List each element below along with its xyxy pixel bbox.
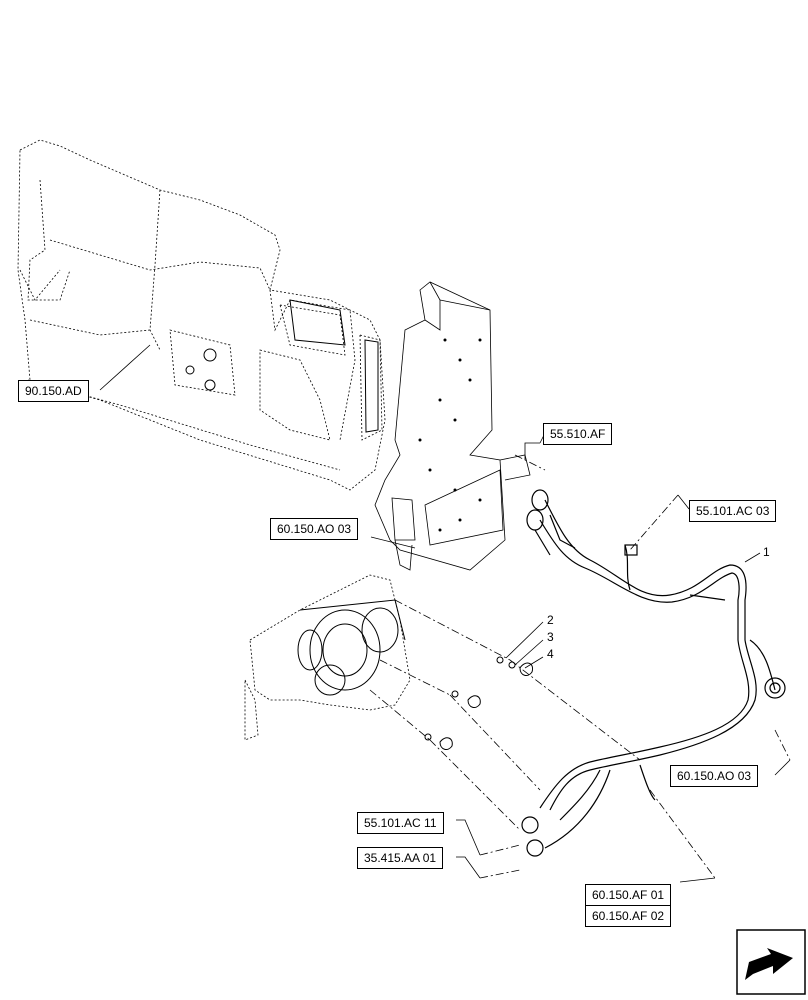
reference-60-150-ao-03-right[interactable]: 60.150.AO 03 xyxy=(670,765,759,787)
reference-60-150-ao-03-left[interactable]: 60.150.AO 03 xyxy=(270,518,359,540)
cab-floor-panel xyxy=(17,139,386,491)
reference-55-101-ac-03[interactable]: 55.101.AC 03 xyxy=(689,500,777,522)
callout-3: 3 xyxy=(547,630,554,644)
reference-60-150-af-01[interactable]: 60.150.AF 01 xyxy=(585,884,672,906)
reference-60-150-af-02[interactable]: 60.150.AF 02 xyxy=(585,905,672,927)
callout-4: 4 xyxy=(547,647,554,661)
cab-floor-details xyxy=(185,299,379,433)
panel-holes xyxy=(418,338,482,532)
alignment-lines xyxy=(369,454,791,879)
reference-55-510-af[interactable]: 55.510.AF xyxy=(543,423,613,445)
fasteners xyxy=(424,656,534,750)
side-panel-bracket xyxy=(374,281,531,571)
reference-55-101-ac-11[interactable]: 55.101.AC 11 xyxy=(357,812,444,834)
hvac-housing xyxy=(244,574,411,741)
hvac-housing-solid xyxy=(297,599,406,696)
next-page-arrow-icon[interactable] xyxy=(736,929,806,995)
reference-35-415-aa-01[interactable]: 35.415.AA 01 xyxy=(357,847,444,869)
callout-1: 1 xyxy=(763,545,770,559)
wire-harness xyxy=(534,499,776,849)
reference-90-150-ad[interactable]: 90.150.AD xyxy=(18,380,89,402)
callout-2: 2 xyxy=(547,613,554,627)
leader-lines xyxy=(99,344,791,883)
harness-connectors xyxy=(521,489,786,857)
